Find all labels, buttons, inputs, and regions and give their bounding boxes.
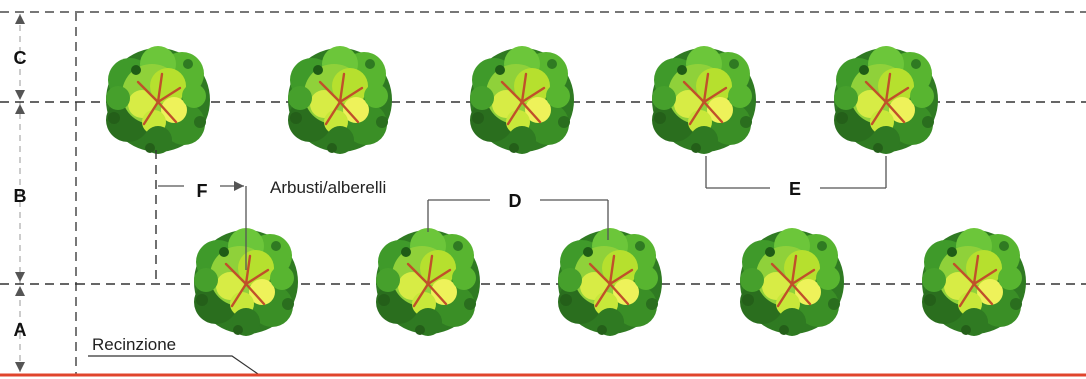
spacing-dimension-e [705,156,887,189]
zone-a-label: A [14,320,27,340]
upper-tree [468,44,576,156]
shrubs-label: Arbusti/alberelli [270,178,386,197]
upper-tree [286,44,394,156]
upper-tree [104,44,212,156]
lower-tree [556,226,664,338]
fence-label: Recinzione [92,335,176,354]
fence-leader-line [88,355,259,375]
upper-tree [650,44,758,156]
upper-tree [832,44,940,156]
lower-tree [738,226,846,338]
dimension-f-label: F [197,181,208,201]
offset-dimension-f [155,150,247,284]
lower-tree [374,226,482,338]
spacing-dimension-d [427,199,609,240]
dimension-e-label: E [789,179,801,199]
lower-tree [920,226,1028,338]
zone-b-label: B [14,186,27,206]
dimension-d-label: D [509,191,522,211]
zone-dimension-chain [0,14,76,372]
zone-c-label: C [14,48,27,68]
